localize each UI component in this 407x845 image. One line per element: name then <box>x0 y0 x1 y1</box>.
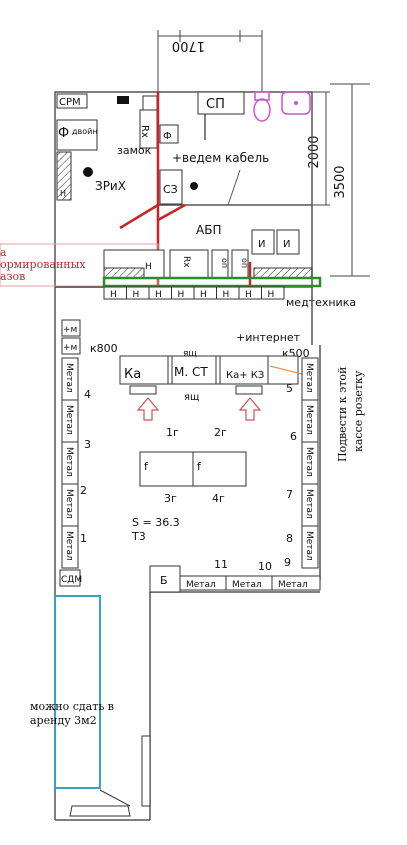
right-metal-cabinet-label: Метал <box>304 489 314 519</box>
srm-label: СРМ <box>59 97 81 108</box>
strip-cell-label: Н <box>178 290 185 300</box>
arrow-up-left-icon <box>136 397 160 421</box>
rent-note-line2: аренду 3м2 <box>30 714 97 727</box>
num-left-1: 1 <box>80 532 87 545</box>
strip-cell-label: Н <box>133 290 140 300</box>
strip-cell-label: Н <box>110 290 117 300</box>
arrow-up-right-icon <box>238 397 262 421</box>
center-tables: f f 1г 2г 3г 4г S = 36.3 Т3 <box>131 426 247 543</box>
zrih-label: ЗРиХ <box>95 179 126 193</box>
sp-label: СП <box>206 97 225 112</box>
position-numbers: 4 3 2 1 5 6 7 8 9 10 11 <box>80 382 297 573</box>
dvoyn-label: двойн <box>72 127 98 136</box>
bottom-metal-label: Метал <box>232 580 262 590</box>
strip-cell-label: Н <box>268 290 275 300</box>
rx-label: Rx <box>139 125 150 138</box>
corridor-row: Н Rx оп оп Н Н Н Н Н Н Н Н медтехника <box>102 249 356 309</box>
km-bottom: +м <box>63 343 77 353</box>
num-right-6: 6 <box>290 430 297 443</box>
left-metal-cabinet-label: Метал <box>64 447 74 477</box>
f-label-2: f <box>197 460 202 473</box>
abp-room: АБП И И <box>196 223 300 255</box>
ka-left-label: Ка <box>124 367 141 382</box>
dimension-right: 2000 3500 <box>307 83 370 277</box>
right-metal-cabinet-label: Метал <box>304 447 314 477</box>
right-metal-cabinet-label: Метал <box>304 363 314 393</box>
num-right-11: 11 <box>214 558 228 571</box>
op-label-1: оп <box>220 258 229 268</box>
bottom-metal-label: Метал <box>278 580 308 590</box>
num-right-8: 8 <box>286 532 293 545</box>
area-label: S = 36.3 <box>132 516 180 529</box>
strip-cell-label: Н <box>245 290 252 300</box>
g-label-1: 1г <box>166 426 179 439</box>
sz-label: СЗ <box>163 183 178 196</box>
cable-label: +ведем кабель <box>172 151 269 165</box>
internet-label: +интернет <box>236 331 301 344</box>
g-label-3: 3г <box>164 492 177 505</box>
k800-label: к800 <box>90 342 118 355</box>
abp-label: АБП <box>196 223 221 237</box>
strip-cell-label: Н <box>155 290 162 300</box>
km-top: +м <box>63 325 77 335</box>
num-right-5: 5 <box>286 382 293 395</box>
medtech-label: медтехника <box>286 296 356 309</box>
left-note-line3: азов <box>0 270 25 283</box>
left-metal-cabinet-label: Метал <box>64 363 74 393</box>
f-label: Ф <box>163 131 172 142</box>
dimension-top-label: 1700 <box>172 38 205 53</box>
bottom-cabinets: Б Метал Метал Метал <box>149 565 321 593</box>
dimension-top: 1700 <box>157 30 263 92</box>
strip-cell-label: Н <box>200 290 207 300</box>
corridor-rx-label: Rx <box>181 256 191 268</box>
dimension-right-small-label: 2000 <box>307 135 322 168</box>
socket-note-line2: кассе розетку <box>352 370 365 452</box>
num-left-2: 2 <box>80 484 87 497</box>
t3-label: Т3 <box>131 530 146 543</box>
phi-symbol: Ф <box>58 126 69 141</box>
toilet-icon <box>253 91 271 122</box>
right-metal-cabinet-label: Метал <box>304 531 314 561</box>
g-label-2: 2г <box>214 426 227 439</box>
sdm-label: СДМ <box>61 575 82 585</box>
f-label-1: f <box>144 460 149 473</box>
left-metal-cabinet-label: Метал <box>64 489 74 519</box>
bottom-metal-label: Метал <box>186 580 216 590</box>
n-label-utility: Н <box>60 189 66 198</box>
i-label-2: И <box>283 239 290 250</box>
sink-icon <box>281 91 311 115</box>
left-metal-cabinet-label: Метал <box>64 405 74 435</box>
num-left-4: 4 <box>84 388 91 401</box>
num-left-3: 3 <box>84 438 91 451</box>
yasch-bottom-label: ящ <box>184 392 199 403</box>
g-label-4: 4г <box>212 492 225 505</box>
ka-right-label: Ка+ КЗ <box>226 370 264 381</box>
yasch-top-label: ящ <box>183 349 197 359</box>
left-metal-cabinet-label: Метал <box>64 531 74 561</box>
strip-cell-label: Н <box>223 290 230 300</box>
op-label-2: оп <box>240 258 249 268</box>
rent-area: можно сдать в аренду 3м2 <box>30 595 151 817</box>
i-label-1: И <box>258 239 265 250</box>
num-right-9: 9 <box>284 556 291 569</box>
utility-room: СРМ Ф двойн Н замок ЗРиХ <box>56 93 158 201</box>
wc-room: СП Rx Ф +ведем кабель СЗ <box>139 91 311 206</box>
cash-desk-block: +интернет к500 Ка М. СТ Ка+ КЗ ящ ящ <box>119 331 319 421</box>
left-note-line1: а <box>0 246 7 259</box>
socket-note-line1: Подвести к этой <box>336 367 349 462</box>
corridor-n-label: Н <box>145 262 152 272</box>
b-label: Б <box>160 574 168 587</box>
rent-note-line1: можно сдать в <box>30 700 114 713</box>
socket-note: Подвести к этой кассе розетку <box>322 346 370 464</box>
num-right-7: 7 <box>286 488 293 501</box>
right-metal-cabinet-label: Метал <box>304 405 314 435</box>
num-right-10: 10 <box>258 560 272 573</box>
dimension-right-large-label: 3500 <box>333 165 348 198</box>
left-note-line2: ормированных <box>0 258 86 271</box>
mst-label: М. СТ <box>174 365 208 379</box>
